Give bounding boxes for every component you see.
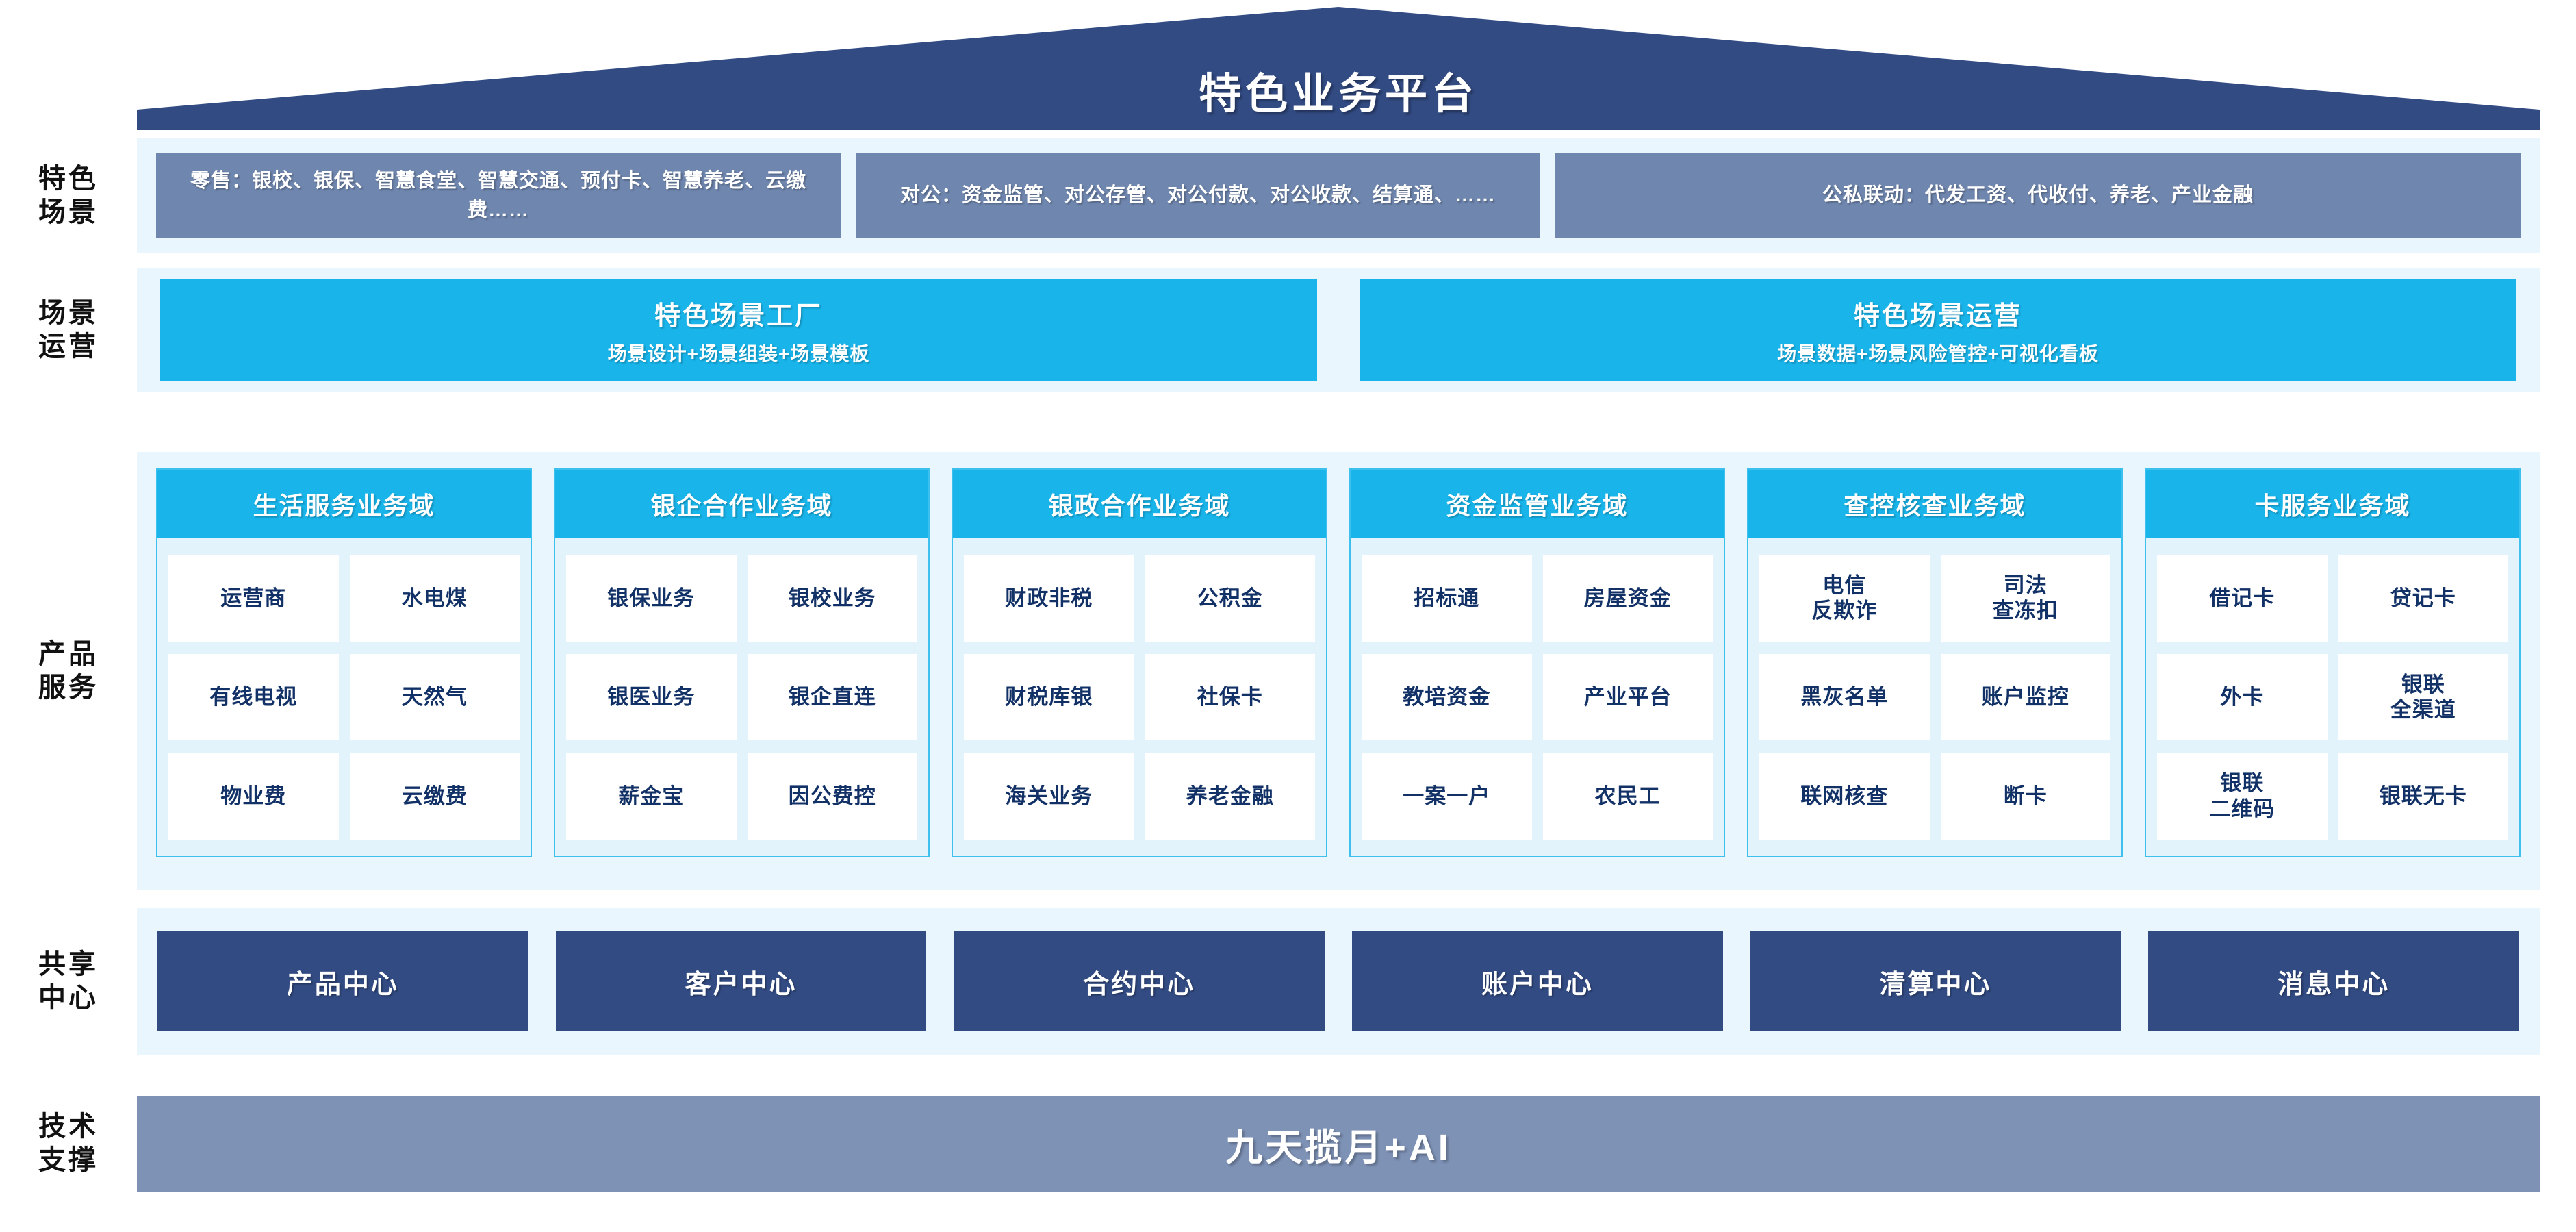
- domain-item[interactable]: 养老金融: [1145, 753, 1315, 840]
- rail-line-1: 特色: [38, 164, 99, 194]
- domain-card-card-services[interactable]: 卡服务业务域 借记卡 贷记卡 外卡 银联 全渠道 银联 二维码 银联无卡: [2145, 468, 2521, 857]
- domain-item-grid: 运营商 水电煤 有线电视 天然气 物业费 云缴费: [157, 538, 531, 856]
- domain-item-grid: 财政非税 公积金 财税库银 社保卡 海关业务 养老金融: [953, 538, 1326, 856]
- domain-item[interactable]: 借记卡: [2157, 555, 2328, 642]
- scenario-box-retail[interactable]: 零售：银校、银保、智慧食堂、智慧交通、预付卡、智慧养老、云缴费……: [156, 153, 841, 238]
- domain-item[interactable]: 运营商: [168, 555, 339, 642]
- rail-line-2: 服务: [38, 672, 99, 703]
- rail-line-2: 场景: [38, 197, 99, 227]
- product-services-band: 生活服务业务域 运营商 水电煤 有线电视 天然气 物业费 云缴费 银企合作业务域…: [137, 452, 2540, 890]
- domain-item[interactable]: 农民工: [1542, 753, 1713, 840]
- domain-item[interactable]: 银联 二维码: [2157, 753, 2328, 840]
- domain-item-grid: 银保业务 银校业务 银医业务 银企直连 薪金宝 因公费控: [555, 538, 928, 856]
- domain-item[interactable]: 断卡: [1940, 753, 2110, 840]
- shared-center-product[interactable]: 产品中心: [157, 931, 528, 1031]
- roof-shape: [137, 7, 2540, 130]
- domain-item-grid: 招标通 房屋资金 教培资金 产业平台 一案一户 农民工: [1351, 538, 1724, 856]
- rail-label-scenario-operations: 场景 运营: [0, 268, 137, 392]
- shared-center-contract[interactable]: 合约中心: [954, 931, 1325, 1031]
- rail-label-product-services: 产品 服务: [0, 452, 137, 890]
- operations-card-subtitle: 场景设计+场景组装+场景模板: [607, 342, 870, 364]
- domain-item[interactable]: 海关业务: [964, 753, 1134, 840]
- domain-item[interactable]: 黑灰名单: [1759, 653, 1930, 741]
- domain-item[interactable]: 银企直连: [747, 653, 917, 741]
- shared-center-message[interactable]: 消息中心: [2148, 931, 2520, 1031]
- shared-center-settlement[interactable]: 清算中心: [1750, 931, 2121, 1031]
- rail-label-shared-centers: 共享 中心: [0, 908, 137, 1055]
- domain-card-title: 卡服务业务域: [2146, 470, 2519, 538]
- scenario-operations-band: 特色场景工厂 场景设计+场景组装+场景模板 特色场景运营 场景数据+场景风险管控…: [137, 268, 2540, 392]
- scenario-list: 零售：银校、银保、智慧食堂、智慧交通、预付卡、智慧养老、云缴费…… 对公：资金监…: [137, 138, 2540, 253]
- rail-line-2: 支撑: [38, 1145, 99, 1175]
- operations-card-subtitle: 场景数据+场景风险管控+可视化看板: [1777, 342, 2099, 364]
- rail-line-1: 产品: [38, 639, 99, 670]
- domain-item[interactable]: 天然气: [349, 653, 520, 741]
- domain-item-grid: 电信 反欺诈 司法 查冻扣 黑灰名单 账户监控 联网核查 断卡: [1748, 538, 2121, 856]
- domain-item[interactable]: 财政非税: [964, 555, 1134, 642]
- domain-card-title: 资金监管业务域: [1351, 470, 1724, 538]
- domain-item[interactable]: 产业平台: [1542, 653, 1713, 741]
- scenario-box-joint[interactable]: 公私联动：代发工资、代收付、养老、产业金融: [1555, 153, 2521, 238]
- rail-label-tech-support: 技术 支撑: [0, 1096, 137, 1192]
- domain-card-bank-enterprise[interactable]: 银企合作业务域 银保业务 银校业务 银医业务 银企直连 薪金宝 因公费控: [554, 468, 930, 857]
- domain-item[interactable]: 电信 反欺诈: [1759, 555, 1930, 642]
- shared-center-customer[interactable]: 客户中心: [555, 931, 927, 1031]
- domain-card-list: 生活服务业务域 运营商 水电煤 有线电视 天然气 物业费 云缴费 银企合作业务域…: [137, 452, 2540, 890]
- rail-line-2: 中心: [38, 983, 99, 1013]
- domain-item[interactable]: 招标通: [1362, 555, 1532, 642]
- domain-item[interactable]: 司法 查冻扣: [1940, 555, 2110, 642]
- domain-item[interactable]: 银联 全渠道: [2338, 653, 2508, 741]
- domain-card-bank-government[interactable]: 银政合作业务域 财政非税 公积金 财税库银 社保卡 海关业务 养老金融: [952, 468, 1327, 857]
- domain-item[interactable]: 薪金宝: [566, 753, 737, 840]
- scenario-box-corporate[interactable]: 对公：资金监管、对公存管、对公付款、对公收款、结算通、……: [856, 153, 1540, 238]
- domain-item-grid: 借记卡 贷记卡 外卡 银联 全渠道 银联 二维码 银联无卡: [2146, 538, 2519, 856]
- operations-card-title: 特色场景运营: [1853, 301, 2022, 331]
- rail-line-2: 运营: [38, 331, 99, 362]
- operations-list: 特色场景工厂 场景设计+场景组装+场景模板 特色场景运营 场景数据+场景风险管控…: [137, 268, 2540, 392]
- featured-scenarios-band: 零售：银校、银保、智慧食堂、智慧交通、预付卡、智慧养老、云缴费…… 对公：资金监…: [137, 138, 2540, 253]
- domain-item[interactable]: 水电煤: [349, 555, 520, 642]
- operations-card-scenario-factory[interactable]: 特色场景工厂 场景设计+场景组装+场景模板: [160, 279, 1317, 381]
- platform-roof: 特色业务平台: [137, 7, 2540, 130]
- rail-line-1: 场景: [38, 298, 99, 329]
- domain-item[interactable]: 有线电视: [168, 653, 339, 741]
- domain-item[interactable]: 因公费控: [747, 753, 917, 840]
- domain-item[interactable]: 银保业务: [566, 555, 737, 642]
- domain-item[interactable]: 教培资金: [1362, 653, 1532, 741]
- rail-line-1: 共享: [38, 949, 99, 980]
- domain-item[interactable]: 房屋资金: [1542, 555, 1713, 642]
- domain-item[interactable]: 一案一户: [1362, 753, 1532, 840]
- domain-item[interactable]: 财税库银: [964, 653, 1134, 741]
- domain-item[interactable]: 银联无卡: [2338, 753, 2508, 840]
- domain-card-life-services[interactable]: 生活服务业务域 运营商 水电煤 有线电视 天然气 物业费 云缴费: [156, 468, 532, 857]
- shared-centers-band: 产品中心 客户中心 合约中心 账户中心 清算中心 消息中心: [137, 908, 2540, 1055]
- rail-label-featured-scenarios: 特色 场景: [0, 138, 137, 253]
- rail-line-1: 技术: [38, 1111, 99, 1142]
- domain-card-fund-supervision[interactable]: 资金监管业务域 招标通 房屋资金 教培资金 产业平台 一案一户 农民工: [1349, 468, 1725, 857]
- domain-item[interactable]: 银医业务: [566, 653, 737, 741]
- shared-center-account[interactable]: 账户中心: [1352, 931, 1723, 1031]
- domain-card-title: 生活服务业务域: [157, 470, 531, 538]
- operations-card-scenario-operation[interactable]: 特色场景运营 场景数据+场景风险管控+可视化看板: [1360, 279, 2516, 381]
- domain-item[interactable]: 公积金: [1145, 555, 1315, 642]
- tech-support-bar[interactable]: 九天揽月+AI: [137, 1096, 2540, 1192]
- domain-card-title: 银政合作业务域: [953, 470, 1326, 538]
- domain-item[interactable]: 云缴费: [349, 753, 520, 840]
- shared-center-list: 产品中心 客户中心 合约中心 账户中心 清算中心 消息中心: [137, 908, 2540, 1055]
- operations-card-title: 特色场景工厂: [654, 301, 823, 331]
- domain-item[interactable]: 贷记卡: [2338, 555, 2508, 642]
- domain-item[interactable]: 联网核查: [1759, 753, 1930, 840]
- domain-item[interactable]: 账户监控: [1940, 653, 2110, 741]
- domain-card-title: 银企合作业务域: [555, 470, 928, 538]
- domain-item[interactable]: 银校业务: [747, 555, 917, 642]
- domain-item[interactable]: 社保卡: [1145, 653, 1315, 741]
- domain-item[interactable]: 物业费: [168, 753, 339, 840]
- domain-item[interactable]: 外卡: [2157, 653, 2328, 741]
- domain-card-investigation-control[interactable]: 查控核查业务域 电信 反欺诈 司法 查冻扣 黑灰名单 账户监控 联网核查 断卡: [1747, 468, 2123, 857]
- domain-card-title: 查控核查业务域: [1748, 470, 2121, 538]
